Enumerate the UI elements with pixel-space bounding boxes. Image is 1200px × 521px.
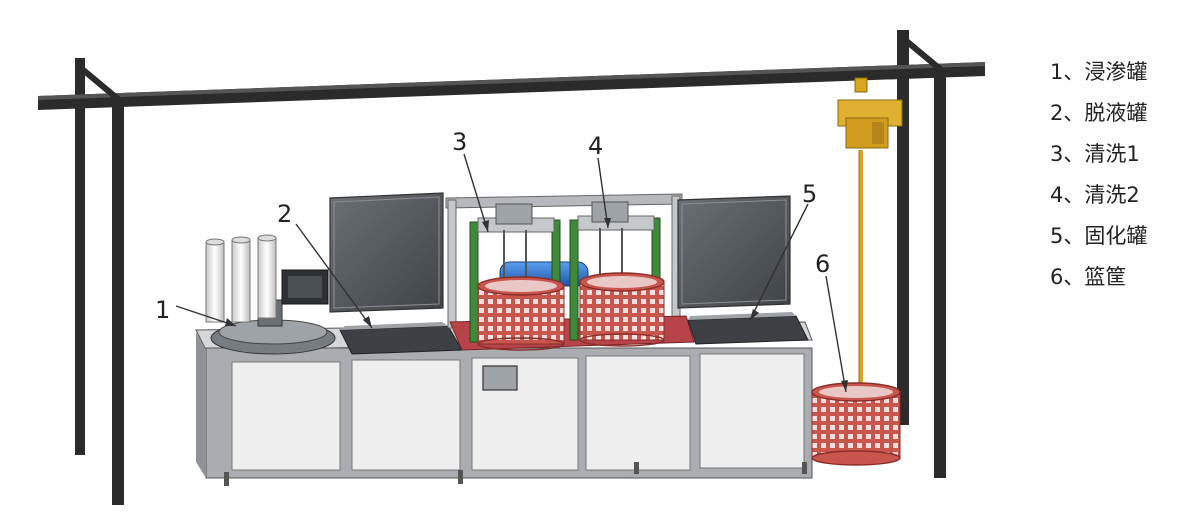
cleaning-station-2	[569, 201, 665, 347]
legend-item-4: 4、清洗2	[1050, 183, 1140, 207]
callout-6: 6	[815, 250, 830, 278]
callout-4: 4	[588, 132, 603, 160]
callout-leaders	[175, 153, 848, 393]
impregnation-tank	[205, 234, 336, 355]
hanging-basket	[811, 382, 901, 466]
legend-item-5: 5、固化罐	[1050, 224, 1148, 248]
curing-tank	[677, 195, 809, 345]
electric-hoist	[837, 77, 903, 400]
legend-item-1: 1、浸渗罐	[1050, 60, 1148, 84]
callout-2: 2	[277, 200, 292, 228]
callout-3: 3	[452, 128, 467, 156]
basket-cleaning-1	[477, 276, 565, 351]
callout-1: 1	[155, 296, 170, 324]
callout-5: 5	[802, 180, 817, 208]
legend: 1、浸渗罐 2、脱液罐 3、清洗1 4、清洗2 5、固化罐 6、篮筐	[1050, 52, 1190, 298]
cleaning-station-1	[469, 203, 565, 351]
legend-item-2: 2、脱液罐	[1050, 101, 1148, 125]
callout-numbers: 1 2 3 4 5 6	[155, 128, 830, 324]
legend-item-3: 3、清洗1	[1050, 142, 1140, 166]
gantry-frame	[38, 30, 985, 505]
legend-item-6: 6、篮筐	[1050, 265, 1127, 289]
basket-cleaning-2	[579, 272, 665, 347]
draining-tank	[329, 192, 463, 355]
